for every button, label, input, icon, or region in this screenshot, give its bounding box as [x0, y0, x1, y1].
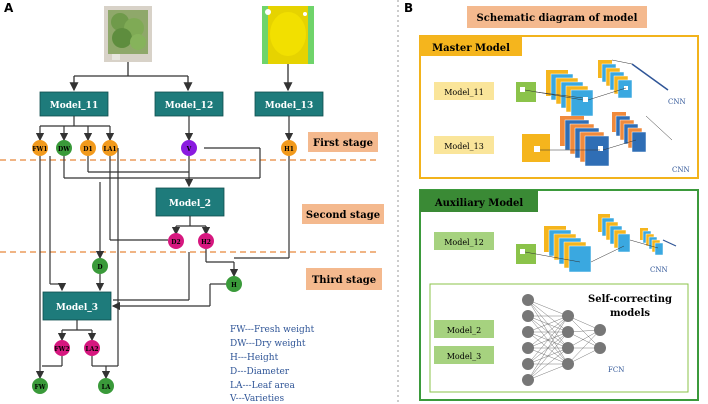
master-model-11-bg — [434, 82, 494, 100]
node-la1-label: LA1 — [103, 146, 116, 153]
node-la2-label: LA2 — [85, 346, 98, 353]
legend-item: D---Diameter — [230, 367, 290, 377]
segmented-image — [262, 6, 314, 64]
node-fw1 — [32, 140, 48, 156]
master-model-panel — [419, 35, 699, 179]
second-stage-bg — [302, 204, 384, 224]
node-h — [226, 276, 242, 292]
legend-item: H---Height — [230, 353, 279, 363]
master-model-title-bg — [420, 36, 522, 56]
schematic-title: Schematic diagram of model — [477, 13, 638, 24]
legend: FW---Fresh weight DW---Dry weight H---He… — [229, 325, 315, 404]
third-stage-connectors — [35, 148, 290, 380]
node-h-label: H — [231, 282, 237, 289]
fcn-label: FCN — [608, 366, 624, 374]
master-model-11-label: Model_11 — [444, 88, 484, 97]
aux-model-12-bg — [434, 232, 494, 250]
master-model-title: Master Model — [432, 43, 510, 54]
model-11-label: Model_11 — [50, 101, 98, 111]
model-3-label: Model_3 — [56, 303, 98, 313]
node-d1 — [80, 140, 96, 156]
aux-model-12-label: Model_12 — [444, 238, 484, 247]
cnn-diagram-model-13 — [522, 112, 673, 167]
master-model-13-label: Model_13 — [444, 142, 484, 151]
cnn-diagram-model-11 — [516, 59, 669, 117]
node-la2 — [84, 340, 100, 356]
lettuce-photo — [104, 6, 152, 62]
aux-model-3-label: Model_3 — [447, 352, 482, 361]
aux-model-2-bg — [434, 320, 494, 338]
legend-item: FW---Fresh weight — [230, 325, 315, 335]
aux-model-3-bg — [434, 346, 494, 364]
node-h2 — [198, 233, 214, 249]
node-d — [92, 258, 108, 274]
node-d2 — [168, 233, 184, 249]
self-correcting-title-2: models — [610, 308, 650, 319]
auxiliary-model-title-bg — [420, 190, 538, 212]
model-2-label: Model_2 — [169, 199, 211, 209]
model-13-label: Model_13 — [265, 101, 313, 111]
cnn-label-3: CNN — [650, 266, 668, 274]
auxiliary-model-title: Auxiliary Model — [434, 198, 524, 209]
legend-item: V---Varieties — [229, 394, 285, 404]
node-la — [98, 378, 114, 394]
node-v — [181, 140, 197, 156]
node-d2-label: D2 — [171, 239, 180, 246]
schematic-title-bg — [467, 6, 647, 28]
node-fw — [32, 378, 48, 394]
second-stage-label: Second stage — [306, 210, 380, 221]
node-fw-label: FW — [35, 384, 46, 391]
panel-a-letter: A — [4, 1, 14, 15]
node-fw2-label: FW2 — [54, 346, 69, 353]
node-la-label: LA — [102, 384, 111, 391]
aux-model-2-label: Model_2 — [447, 326, 482, 335]
first-stage-bg — [308, 132, 378, 152]
node-d-label: D — [97, 264, 102, 271]
model-2-box — [155, 187, 225, 217]
node-fw2 — [54, 340, 70, 356]
second-stage-connectors — [63, 147, 261, 236]
legend-item: LA---Leaf area — [230, 381, 295, 391]
top-connectors — [69, 62, 293, 92]
node-fw1-label: FW1 — [32, 146, 47, 153]
node-dw — [56, 140, 72, 156]
third-stage-label: Third stage — [312, 275, 376, 286]
legend-item: DW---Dry weight — [230, 339, 306, 349]
model-11-connectors — [35, 116, 294, 142]
node-d1-label: D1 — [83, 146, 92, 153]
node-h1-label: H1 — [284, 146, 294, 153]
node-h2-label: H2 — [201, 239, 211, 246]
node-la1 — [102, 140, 118, 156]
cnn-diagram-model-12 — [516, 214, 677, 273]
panel-b-letter: B — [404, 1, 413, 15]
node-dw-label: DW — [58, 146, 70, 153]
first-stage-label: First stage — [313, 138, 373, 149]
node-h1 — [281, 140, 297, 156]
model-3-box — [42, 291, 112, 321]
node-v-label: V — [186, 146, 192, 153]
cnn-label-1: CNN — [668, 98, 686, 106]
self-correcting-title-1: Self-correcting — [588, 294, 672, 305]
master-model-13-bg — [434, 136, 494, 154]
fcn-diagram — [522, 294, 606, 386]
third-stage-bg — [306, 268, 382, 290]
model-12-label: Model_12 — [165, 101, 213, 111]
cnn-label-2: CNN — [672, 166, 690, 174]
